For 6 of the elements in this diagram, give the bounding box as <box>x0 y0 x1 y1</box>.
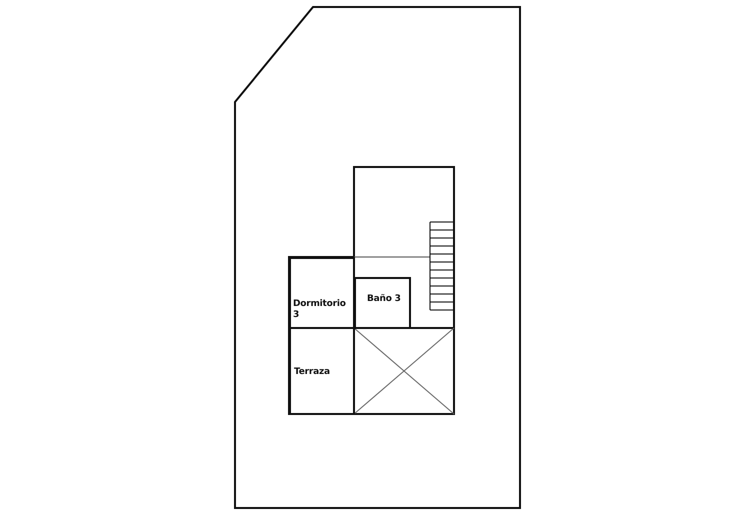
room <box>289 327 355 415</box>
room <box>354 277 411 329</box>
room-label: Terraza <box>294 367 331 378</box>
room-label: Dormitorio 3 <box>293 299 347 321</box>
room-label: Baño 3 <box>367 294 402 305</box>
room <box>289 257 355 329</box>
